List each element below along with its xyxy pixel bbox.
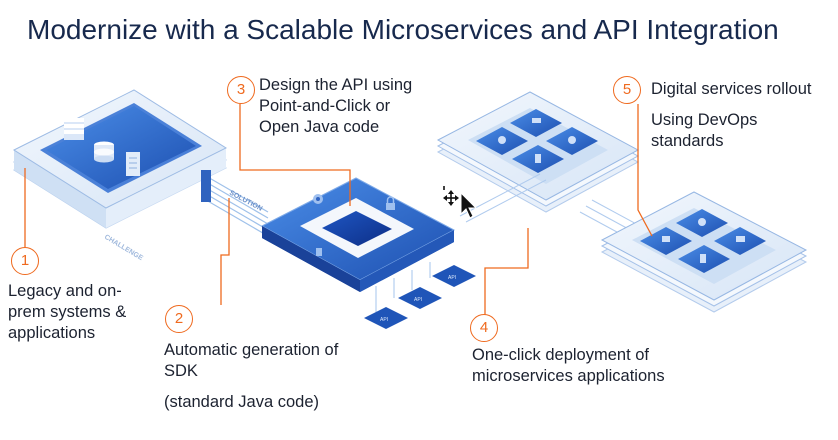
monitor-icon [736, 236, 745, 242]
mobile-icon [535, 154, 541, 163]
svg-text:API: API [414, 297, 422, 303]
laptop-icon [662, 236, 670, 242]
api-tile: API [432, 265, 476, 287]
step-5-marker: 5 [613, 76, 641, 104]
server-tower-icon [126, 152, 140, 176]
connector-plug [201, 170, 211, 202]
legacy-platform: CHALLENGE [12, 89, 228, 263]
step-3-marker: 3 [227, 76, 255, 104]
server-rack-icon [64, 118, 84, 140]
move-cursor-icon [443, 186, 478, 219]
api-builder-block [260, 177, 456, 292]
step-2-sublabel: (standard Java code) [164, 393, 320, 411]
mobile-icon [700, 254, 706, 263]
step-1-marker: 1 [11, 247, 39, 275]
step-4-label: One-click deployment of microservices ap… [472, 346, 665, 385]
callout-lines [24, 104, 653, 316]
cloud-icon [698, 218, 706, 226]
gear-icon [568, 136, 576, 144]
api-tile: API [364, 307, 408, 329]
step-5-label: Digital services rollout Using DevOps st… [651, 80, 812, 150]
cloud-icon [498, 136, 506, 144]
svg-text:API: API [380, 317, 388, 323]
api-tile: API [398, 287, 442, 309]
step-2-marker: 2 [165, 305, 193, 333]
plug-icon [316, 248, 322, 256]
page-title: Modernize with a Scalable Microservices … [27, 14, 779, 45]
step-3-label: Design the API using Point-and-Click or … [259, 76, 413, 136]
microservices-platform [436, 91, 640, 213]
step-1-label: Legacy and on- prem systems & applicatio… [8, 282, 127, 342]
challenge-label: CHALLENGE [103, 234, 144, 263]
lock-icon [386, 196, 395, 210]
api-icon [532, 118, 541, 123]
digital-services-platform [600, 191, 808, 313]
step-4-marker: 4 [470, 314, 498, 342]
database-icon [94, 141, 114, 163]
solution-connector [205, 175, 269, 237]
gear-icon [313, 194, 323, 204]
step-2-label: Automatic generation of SDK (standard Ja… [164, 341, 339, 411]
svg-text:API: API [448, 275, 456, 281]
api-tiles [375, 262, 431, 312]
